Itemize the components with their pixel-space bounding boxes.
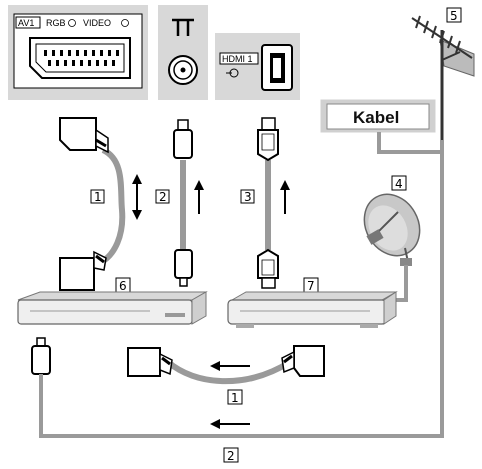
video-label: VIDEO — [83, 18, 111, 28]
kabel-label: Kabel — [353, 108, 399, 127]
scart-plug-top-icon — [59, 117, 109, 154]
hdmi-socket-icon — [261, 44, 293, 91]
svg-text:4: 4 — [395, 177, 403, 191]
scart-cable-1 — [59, 117, 126, 291]
coax-cable-2 — [173, 119, 193, 287]
scart-cable-bottom — [127, 345, 325, 385]
label-box-7: 7 — [303, 277, 319, 293]
label-box-1-left: 1 — [90, 189, 105, 204]
video-input-icon — [121, 19, 129, 27]
hdmi-plug-top-icon — [257, 117, 279, 162]
hdmi-label: HDMI 1 — [222, 54, 253, 64]
label-box-1-bottom: 1 — [227, 389, 243, 405]
coax-plug-bottom-icon — [174, 249, 193, 287]
antenna-socket-panel — [158, 5, 208, 100]
up-arrow-hdmi-icon — [280, 180, 290, 214]
coax-plug-top-icon — [173, 119, 193, 159]
left-arrow-scart-icon — [210, 361, 250, 371]
svg-text:3: 3 — [244, 190, 252, 204]
label-box-6: 6 — [115, 277, 131, 293]
kabel-line — [377, 132, 442, 154]
hdmi-cable-3 — [257, 117, 279, 289]
set-top-box-icon — [227, 291, 398, 328]
hdmi-input-icon — [226, 68, 239, 78]
coax-loop-cable — [39, 140, 444, 438]
coax-plug-left-icon — [31, 337, 51, 375]
svg-text:1: 1 — [94, 190, 102, 204]
hdmi-socket-panel: HDMI 1 — [215, 33, 300, 100]
scart-plug-bottom-icon — [59, 250, 107, 291]
label-box-2-bottom: 2 — [223, 447, 239, 463]
antenna-icon — [411, 15, 475, 140]
svg-text:5: 5 — [450, 9, 458, 23]
svg-text:2: 2 — [159, 190, 167, 204]
svg-text:7: 7 — [307, 279, 315, 293]
left-arrow-coax-icon — [210, 419, 250, 429]
hdmi-plug-bottom-icon — [257, 248, 279, 289]
double-arrow-icon — [132, 174, 142, 220]
rgb-label: RGB — [46, 18, 66, 28]
kabel-box: Kabel — [320, 99, 436, 133]
satellite-dish-icon — [363, 193, 421, 266]
rgb-input-icon — [68, 19, 76, 27]
scart-socket-icon — [29, 37, 131, 79]
label-box-2-coax: 2 — [155, 189, 170, 204]
antenna-symbol-icon — [172, 18, 194, 36]
svg-text:6: 6 — [119, 279, 127, 293]
scart-plug-bottom-right-icon — [281, 345, 325, 377]
label-box-5: 5 — [446, 7, 462, 23]
svg-text:2: 2 — [227, 449, 235, 463]
av1-label: AV1 — [18, 18, 34, 28]
dvd-recorder-icon — [17, 291, 208, 325]
svg-text:1: 1 — [231, 391, 239, 405]
up-arrow-coax-icon — [194, 180, 204, 214]
scart-plug-bottom-left-icon — [127, 347, 173, 377]
coax-socket-icon — [168, 55, 198, 85]
av1-scart-panel: AV1 RGB VIDEO — [8, 5, 148, 100]
label-box-4: 4 — [391, 175, 407, 191]
label-box-3-hdmi: 3 — [240, 189, 255, 204]
